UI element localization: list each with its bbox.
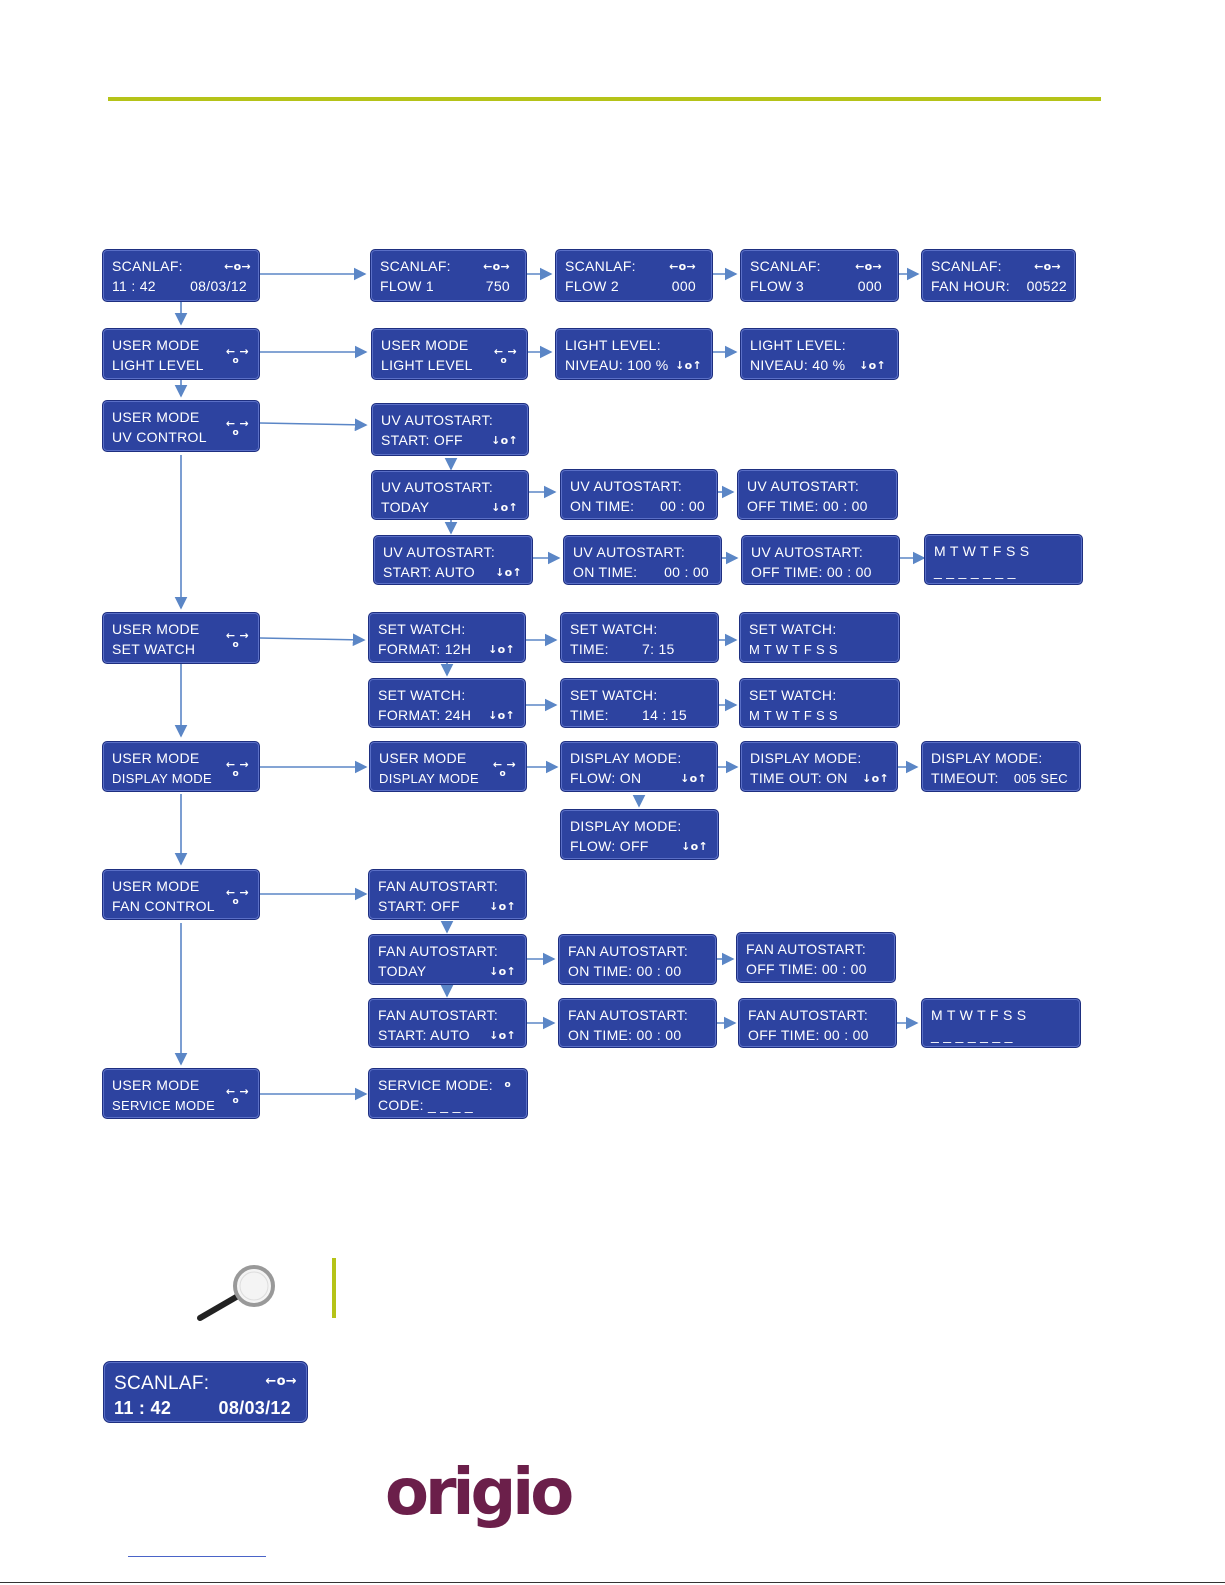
footer-link-underline bbox=[128, 1556, 266, 1557]
page-bottom-rule bbox=[0, 1582, 1225, 1583]
lcd-watch-time-2: SET WATCH: TIME:14 : 15 bbox=[560, 678, 719, 728]
lcd-watch-days-2: SET WATCH: M T W T F S S bbox=[739, 678, 900, 728]
lcd-uv-today: UV AUTOSTART: TODAY↓o↑ bbox=[371, 470, 529, 520]
left-right-icon: ← → bbox=[493, 345, 517, 358]
lcd-display-flow-on: DISPLAY MODE: FLOW: ON↓o↑ bbox=[560, 741, 718, 792]
lcd-display-timeout-on: DISPLAY MODE: TIME OUT: ON↓o↑ bbox=[740, 741, 898, 792]
lcd-uv-on-time-1: UV AUTOSTART: ON TIME:00 : 00 bbox=[560, 469, 718, 520]
updown-icon: ↓o↑ bbox=[488, 643, 515, 656]
updown-icon: ↓o↑ bbox=[495, 566, 522, 579]
origio-logo-mark: origio bbox=[385, 1456, 576, 1530]
updown-icon: ↓o↑ bbox=[489, 900, 516, 913]
lcd-fan-off-time-2: FAN AUTOSTART: OFF TIME: 00 : 00 bbox=[738, 998, 897, 1048]
dot-icon: o bbox=[504, 1080, 511, 1090]
lcd-uv-off-time-1: UV AUTOSTART: OFF TIME: 00 : 00 bbox=[737, 469, 898, 520]
lcd-fan-on-time-2: FAN AUTOSTART: ON TIME: 00 : 00 bbox=[558, 998, 717, 1048]
dot-icon: o bbox=[232, 428, 239, 438]
lcd-uv-start-auto: UV AUTOSTART: START: AUTO↓o↑ bbox=[373, 535, 533, 585]
lcd-fan-start-off: FAN AUTOSTART: START: OFF↓o↑ bbox=[368, 869, 527, 920]
lcd-uv-start-off: UV AUTOSTART: START: OFF↓o↑ bbox=[371, 403, 529, 456]
nav-icon: ←o→ bbox=[669, 260, 696, 273]
lcd-uv-on-time-2: UV AUTOSTART: ON TIME:00 : 00 bbox=[563, 535, 722, 585]
dot-icon: o bbox=[232, 769, 239, 779]
arrow bbox=[259, 633, 366, 647]
dot-icon: o bbox=[232, 356, 239, 366]
lcd-light-40: LIGHT LEVEL: NIVEAU: 40 %↓o↑ bbox=[740, 328, 899, 380]
lcd-service-mode-code: SERVICE MODE:o CODE: _ _ _ _ bbox=[368, 1068, 528, 1119]
nav-icon: ←o→ bbox=[1034, 260, 1061, 273]
dot-icon: o bbox=[499, 769, 506, 779]
logo-text: origio bbox=[385, 1456, 572, 1530]
lcd-fan-off-time-1: FAN AUTOSTART: OFF TIME: 00 : 00 bbox=[736, 932, 896, 983]
dot-icon: o bbox=[232, 640, 239, 650]
left-right-icon: ← → bbox=[225, 417, 249, 430]
left-right-icon: ← → bbox=[225, 758, 249, 771]
nav-icon: ←o→ bbox=[265, 1374, 297, 1389]
lcd-fan-today: FAN AUTOSTART: TODAY↓o↑ bbox=[368, 934, 527, 985]
nav-icon: ←o→ bbox=[483, 260, 510, 273]
updown-icon: ↓o↑ bbox=[681, 840, 708, 853]
nav-icon: ←o→ bbox=[224, 260, 251, 273]
updown-icon: ↓o↑ bbox=[489, 965, 516, 978]
arrow bbox=[259, 418, 368, 432]
updown-icon: ↓o↑ bbox=[491, 501, 518, 514]
updown-icon: ↓o↑ bbox=[489, 1029, 516, 1042]
updown-icon: ↓o↑ bbox=[680, 772, 707, 785]
lcd-watch-time-1: SET WATCH: TIME:7: 15 bbox=[560, 612, 719, 663]
lcd-display-flow-off: DISPLAY MODE: FLOW: OFF↓o↑ bbox=[560, 809, 719, 860]
updown-icon: ↓o↑ bbox=[488, 709, 515, 722]
left-right-icon: ← → bbox=[225, 1085, 249, 1098]
magnifying-glass-icon bbox=[197, 1265, 275, 1321]
lcd-fan-start-auto: FAN AUTOSTART: START: AUTO↓o↑ bbox=[368, 998, 527, 1048]
dot-icon: o bbox=[500, 356, 507, 366]
lcd-display-timeout-value: DISPLAY MODE: TIMEOUT:005 SEC bbox=[921, 741, 1081, 792]
origio-logo: origio bbox=[383, 1448, 576, 1548]
dot-icon: o bbox=[232, 1096, 239, 1106]
lcd-watch-format-24h: SET WATCH: FORMAT: 24H↓o↑ bbox=[368, 678, 526, 728]
nav-icon: ←o→ bbox=[855, 260, 882, 273]
dot-icon: o bbox=[232, 897, 239, 907]
updown-icon: ↓o↑ bbox=[675, 359, 702, 372]
left-right-icon: ← → bbox=[492, 758, 516, 771]
lcd-fan-on-time-1: FAN AUTOSTART: ON TIME: 00 : 00 bbox=[558, 934, 717, 985]
lcd-uv-off-time-2: UV AUTOSTART: OFF TIME: 00 : 00 bbox=[741, 535, 900, 585]
lcd-uv-days: M T W T F S S _ _ _ _ _ _ _ bbox=[924, 534, 1083, 585]
left-right-icon: ← → bbox=[225, 629, 249, 642]
lcd-light-100: LIGHT LEVEL: NIVEAU: 100 %↓o↑ bbox=[555, 328, 713, 380]
left-right-icon: ← → bbox=[225, 345, 249, 358]
updown-icon: ↓o↑ bbox=[491, 434, 518, 447]
note-accent-bar bbox=[332, 1258, 336, 1318]
updown-icon: ↓o↑ bbox=[862, 772, 889, 785]
lcd-fan-hour: SCANLAF:←o→ FAN HOUR:00522 bbox=[921, 249, 1076, 302]
lcd-watch-format-12h: SET WATCH: FORMAT: 12H↓o↑ bbox=[368, 612, 526, 663]
left-right-icon: ← → bbox=[225, 886, 249, 899]
lcd-fan-days: M T W T F S S _ _ _ _ _ _ _ bbox=[921, 998, 1081, 1048]
header-accent-bar bbox=[108, 97, 1101, 101]
updown-icon: ↓o↑ bbox=[859, 359, 886, 372]
lcd-watch-days-1: SET WATCH: M T W T F S S bbox=[739, 612, 900, 663]
